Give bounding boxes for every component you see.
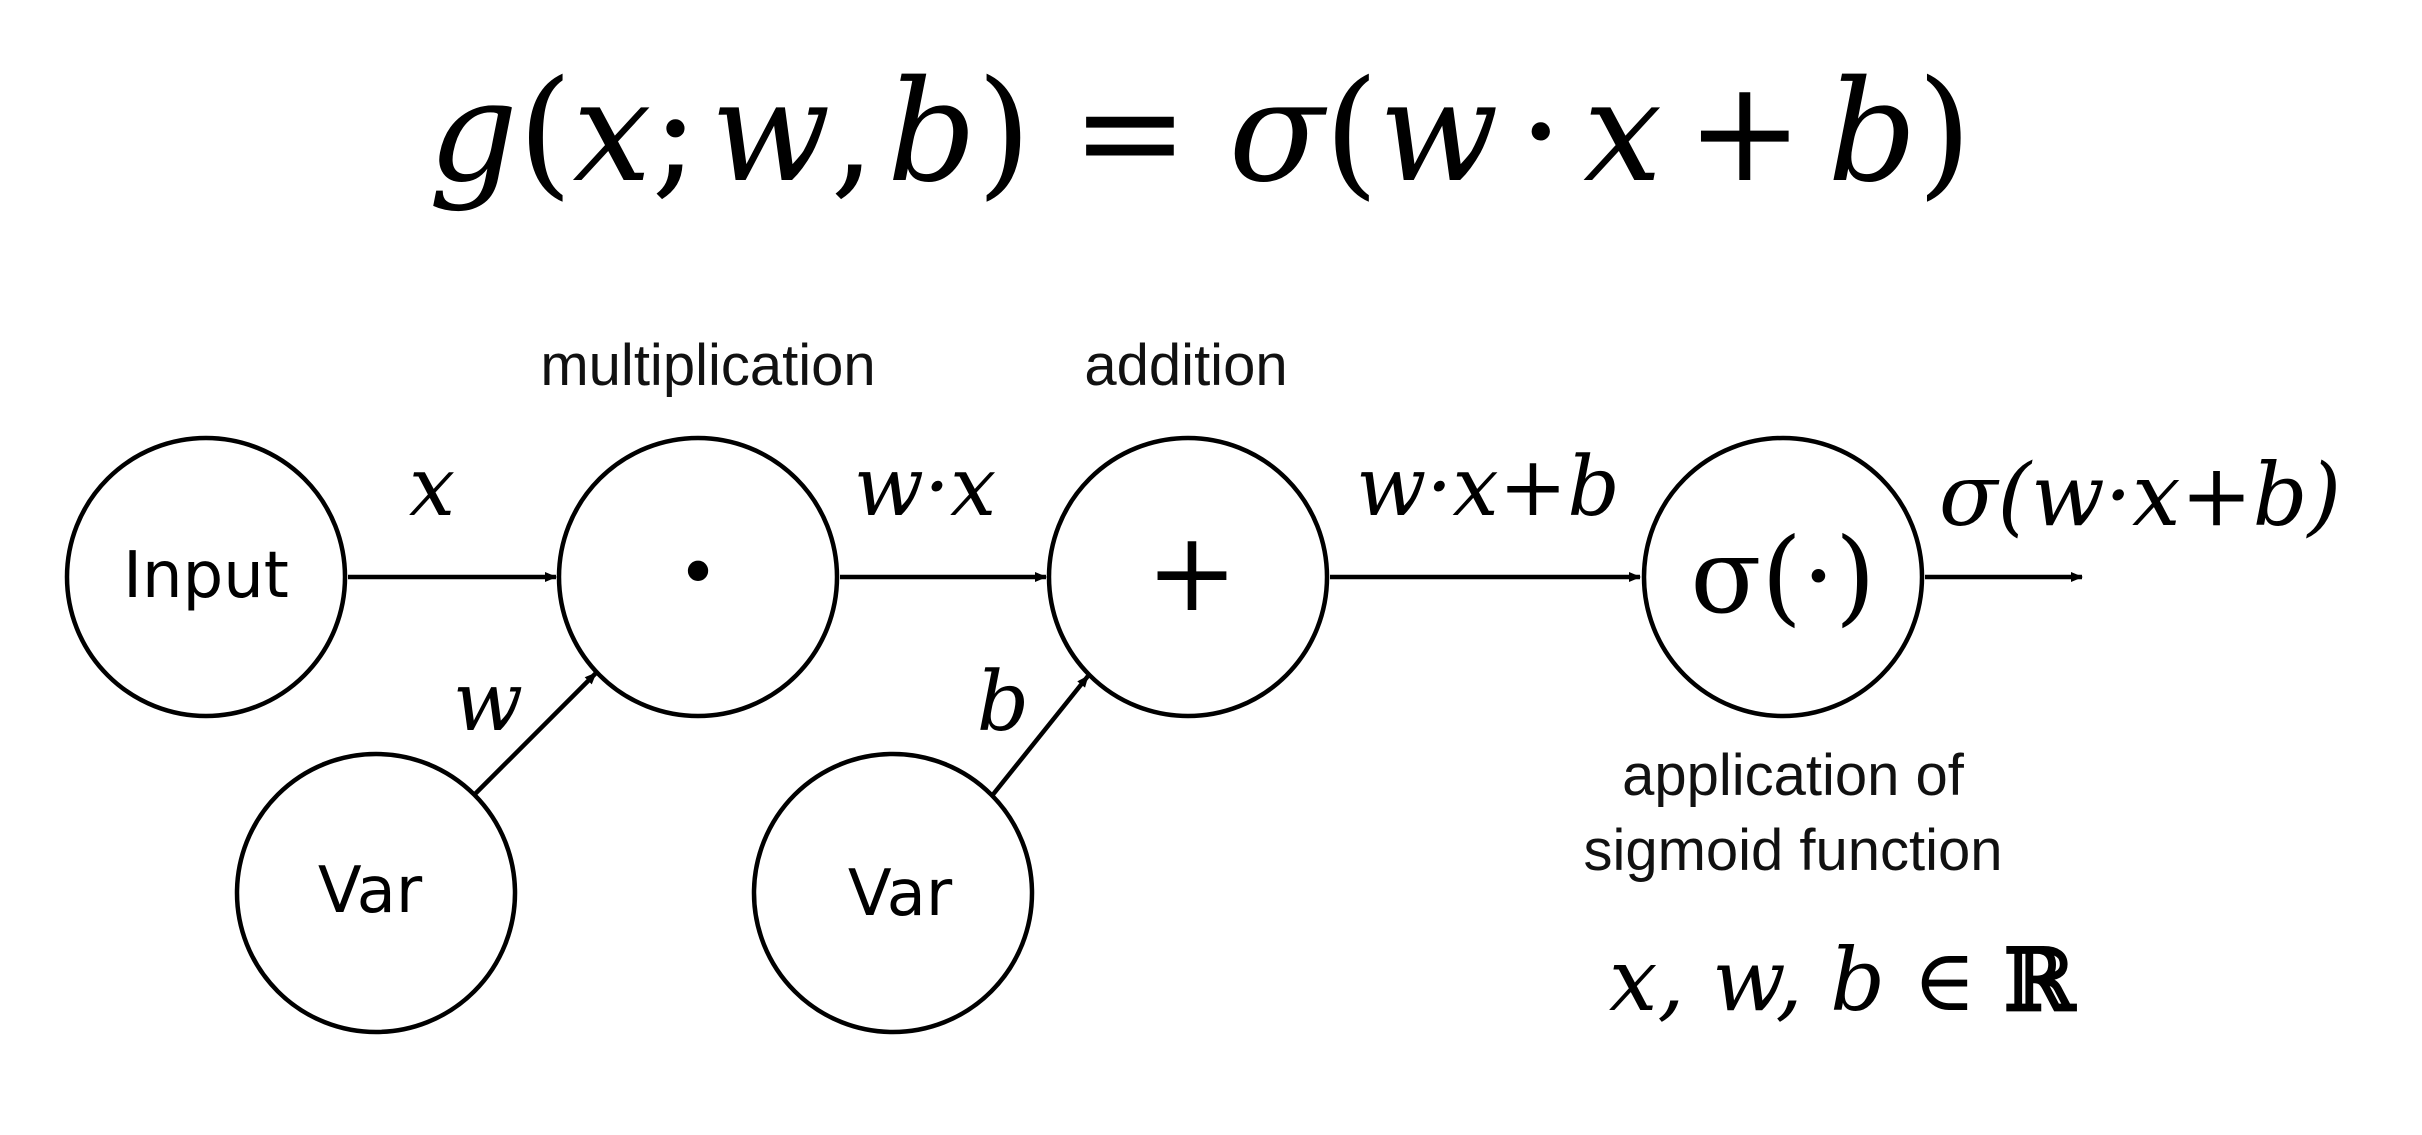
edge-label-output: σ(w·x+b) — [1939, 446, 2341, 546]
input-node-label: Input — [123, 539, 289, 613]
domain-vars: x, w, b ∈ — [1609, 931, 2004, 1031]
real-numbers-symbol: ℝ — [2004, 930, 2078, 1031]
edge-varw-to-mult — [472, 671, 598, 797]
multiplication-node — [556, 435, 840, 719]
sigmoid-description-line1: application of — [1622, 743, 1965, 808]
edge-varb-to-add — [989, 674, 1090, 799]
var-w-node — [234, 751, 518, 1035]
multiplication-label: multiplication — [540, 333, 875, 398]
input-node — [64, 435, 348, 719]
edge-label-b: b — [977, 655, 1030, 750]
edge-label-x: x — [409, 440, 455, 535]
edge-label-wx: w·x — [854, 440, 997, 535]
domain-note: x, w, b ∈ ℝ — [1609, 930, 2078, 1031]
var-w-label: Var — [318, 854, 423, 928]
sigmoid-node — [1641, 435, 1925, 719]
formula: g(x;w,b)=σ(w·x+b) — [428, 51, 1971, 214]
var-b-node — [751, 751, 1035, 1035]
edge-label-w: w — [453, 655, 523, 750]
addition-node — [1046, 435, 1330, 719]
addition-label: addition — [1084, 333, 1287, 398]
sigmoid-description-line2: sigmoid function — [1583, 818, 2002, 883]
edge-label-wxb: w·x+b — [1356, 440, 1620, 535]
var-b-label: Var — [848, 857, 953, 931]
multiplication-symbol: • — [677, 532, 718, 614]
addition-symbol: + — [1146, 508, 1238, 636]
sigmoid-symbol: σ(·) — [1690, 515, 1875, 637]
